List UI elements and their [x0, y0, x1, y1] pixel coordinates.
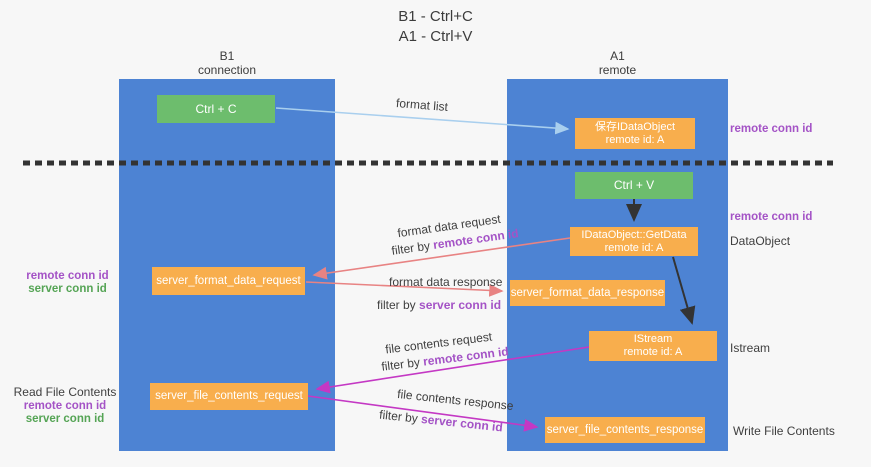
- filter-by-server-conn-id-label-2: filter by server conn id: [379, 408, 504, 435]
- istream-node: IStream remote id: A: [589, 331, 717, 361]
- server-format-data-response-label: server_format_data_response: [510, 286, 665, 299]
- right-column-header: A1 remote: [507, 49, 728, 77]
- left-server-conn-id-2: server conn id: [25, 413, 105, 425]
- server-format-data-request-node: server_format_data_request: [152, 267, 305, 295]
- filter-by-server-conn-id-label-1: filter by server conn id: [377, 298, 501, 312]
- left-remote-conn-id-1: remote conn id: [26, 270, 109, 282]
- ctrl-v-node: Ctrl + V: [575, 172, 693, 199]
- right-remote-conn-id-mid-label: remote conn id: [730, 211, 813, 223]
- server-format-data-response-node: server_format_data_response: [510, 280, 665, 306]
- getdata-node: IDataObject::GetData remote id: A: [570, 227, 698, 256]
- server-format-data-request-label: server_format_data_request: [156, 274, 301, 287]
- server-conn-id-text: server conn id: [419, 298, 502, 312]
- read-file-contents-label: Read File Contents: [13, 385, 117, 399]
- format-data-response-label: format data response: [389, 275, 503, 289]
- left-column-role: connection: [197, 63, 257, 77]
- ctrl-v-label: Ctrl + V: [613, 178, 655, 192]
- getdata-line2: remote id: A: [604, 241, 664, 254]
- format-list-label: format list: [395, 95, 449, 115]
- left-column-header: B1 connection: [119, 49, 335, 77]
- server-file-contents-request-label: server_file_contents_request: [155, 390, 303, 402]
- left-conn-id-group-1: remote conn id server conn id: [15, 270, 120, 296]
- left-remote-conn-id-2: remote conn id: [23, 400, 107, 412]
- istream-line1: IStream: [633, 333, 673, 345]
- right-column-role: remote: [598, 63, 637, 77]
- save-dataobject-line1: 保存IDataObject: [594, 120, 676, 133]
- title-line-1: B1 - Ctrl+C: [398, 8, 473, 25]
- server-file-contents-request-node: server_file_contents_request: [150, 383, 308, 410]
- server-conn-id-text: server conn id: [420, 411, 504, 435]
- server-file-contents-response-node: server_file_contents_response: [545, 417, 705, 443]
- left-conn-id-group-2: Read File Contents remote conn id server…: [10, 384, 120, 426]
- left-column-name: B1: [219, 49, 235, 63]
- right-column-name: A1: [610, 49, 625, 63]
- filter-prefix: filter by: [378, 407, 422, 426]
- left-server-conn-id-1: server conn id: [28, 283, 107, 295]
- save-dataobject-node: 保存IDataObject remote id: A: [575, 118, 695, 149]
- file-contents-response-label: file contents response: [396, 386, 515, 414]
- diagram-title: B1 - Ctrl+C A1 - Ctrl+V: [0, 7, 871, 47]
- dataobject-label: DataObject: [730, 234, 791, 248]
- write-file-contents-label: Write File Contents: [733, 424, 835, 438]
- ctrl-c-node: Ctrl + C: [157, 95, 275, 123]
- title-line-2: A1 - Ctrl+V: [398, 28, 473, 45]
- filter-prefix: filter by: [380, 354, 425, 374]
- filter-prefix: filter by: [377, 298, 420, 312]
- server-file-contents-response-label: server_file_contents_response: [546, 423, 704, 436]
- filter-prefix: filter by: [390, 238, 435, 258]
- save-dataobject-line2: remote id: A: [605, 133, 665, 146]
- istream-side-label: Istream: [730, 341, 771, 355]
- right-remote-conn-id-top-label: remote conn id: [730, 123, 813, 135]
- istream-line2: remote id: A: [623, 346, 683, 358]
- ctrl-c-label: Ctrl + C: [195, 101, 237, 116]
- getdata-line1: IDataObject::GetData: [581, 228, 687, 241]
